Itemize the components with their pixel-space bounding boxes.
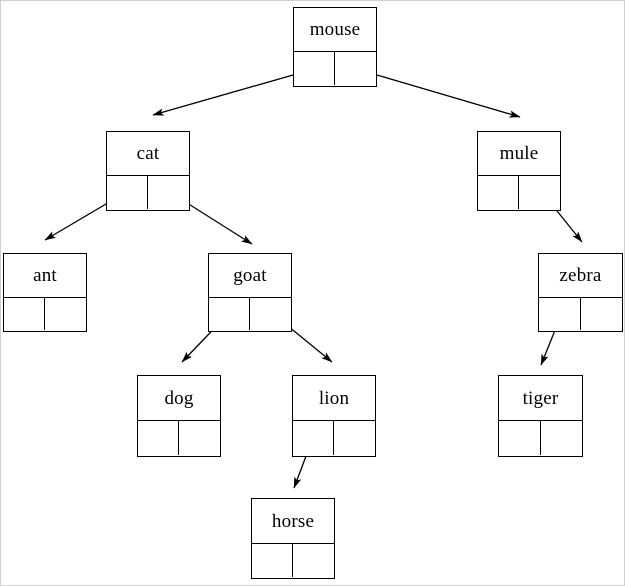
left-pointer-cell-goat[interactable] xyxy=(209,298,250,330)
edge-mouse-to-mule xyxy=(352,67,521,118)
left-pointer-cell-zebra[interactable] xyxy=(539,298,581,330)
right-pointer-cell-zebra[interactable] xyxy=(581,298,623,330)
tree-node-mouse[interactable]: mouse xyxy=(293,7,377,87)
tree-node-pointers-zebra xyxy=(539,298,622,330)
tree-node-pointers-cat xyxy=(107,176,189,209)
tree-node-label-ant: ant xyxy=(4,254,86,298)
right-pointer-cell-mule[interactable] xyxy=(519,176,560,209)
right-pointer-cell-lion[interactable] xyxy=(334,421,375,455)
tree-node-mule[interactable]: mule xyxy=(477,131,561,211)
tree-node-pointers-mouse xyxy=(294,52,376,85)
tree-node-label-lion: lion xyxy=(293,376,375,421)
tree-node-label-tiger: tiger xyxy=(499,376,582,421)
right-pointer-cell-ant[interactable] xyxy=(45,298,86,330)
right-pointer-cell-horse[interactable] xyxy=(293,544,334,577)
tree-node-pointers-dog xyxy=(138,421,220,455)
tree-node-horse[interactable]: horse xyxy=(251,498,335,579)
tree-node-label-cat: cat xyxy=(107,132,189,176)
tree-node-label-zebra: zebra xyxy=(539,254,622,298)
tree-node-tiger[interactable]: tiger xyxy=(498,375,583,457)
right-pointer-cell-cat[interactable] xyxy=(148,176,189,209)
tree-node-cat[interactable]: cat xyxy=(106,131,190,211)
tree-node-label-horse: horse xyxy=(252,499,334,544)
left-pointer-cell-mule[interactable] xyxy=(478,176,519,209)
left-pointer-cell-lion[interactable] xyxy=(293,421,334,455)
left-pointer-cell-horse[interactable] xyxy=(252,544,293,577)
tree-node-pointers-lion xyxy=(293,421,375,455)
right-pointer-cell-goat[interactable] xyxy=(250,298,291,330)
right-pointer-cell-dog[interactable] xyxy=(179,421,220,455)
tree-node-goat[interactable]: goat xyxy=(208,253,292,332)
left-pointer-cell-ant[interactable] xyxy=(4,298,45,330)
tree-node-pointers-ant xyxy=(4,298,86,330)
left-pointer-cell-mouse[interactable] xyxy=(294,52,335,85)
tree-node-lion[interactable]: lion xyxy=(292,375,376,457)
right-pointer-cell-mouse[interactable] xyxy=(335,52,376,85)
left-pointer-cell-cat[interactable] xyxy=(107,176,148,209)
tree-node-label-mule: mule xyxy=(478,132,560,176)
edge-mouse-to-cat xyxy=(152,68,315,116)
tree-node-ant[interactable]: ant xyxy=(3,253,87,332)
tree-node-dog[interactable]: dog xyxy=(137,375,221,457)
tree-node-pointers-tiger xyxy=(499,421,582,455)
tree-node-zebra[interactable]: zebra xyxy=(538,253,623,332)
tree-node-label-goat: goat xyxy=(209,254,291,298)
right-pointer-cell-tiger[interactable] xyxy=(541,421,583,455)
tree-node-pointers-goat xyxy=(209,298,291,330)
left-pointer-cell-tiger[interactable] xyxy=(499,421,541,455)
tree-node-pointers-mule xyxy=(478,176,560,209)
tree-node-label-mouse: mouse xyxy=(294,8,376,52)
tree-node-pointers-horse xyxy=(252,544,334,577)
left-pointer-cell-dog[interactable] xyxy=(138,421,179,455)
tree-node-label-dog: dog xyxy=(138,376,220,421)
